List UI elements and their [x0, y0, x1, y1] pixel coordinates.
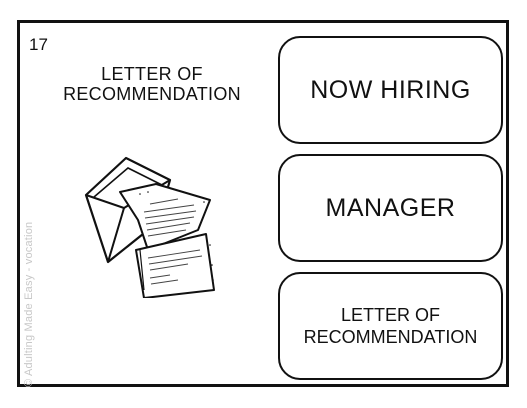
option-letter-of-recommendation-button[interactable]: LETTER OF RECOMMENDATION [278, 272, 503, 380]
option-label: LETTER OF RECOMMENDATION [303, 305, 478, 347]
card-title: LETTER OF RECOMMENDATION [63, 64, 241, 104]
option-label: NOW HIRING [310, 75, 471, 104]
option-label: MANAGER [325, 193, 456, 222]
option-manager-button[interactable]: MANAGER [278, 154, 503, 262]
copyright-watermark: © Adulting Made Easy - vocation [23, 221, 35, 387]
card-number: 17 [29, 35, 48, 54]
envelope-letter-icon [84, 156, 215, 298]
option-now-hiring-button[interactable]: NOW HIRING [278, 36, 503, 144]
